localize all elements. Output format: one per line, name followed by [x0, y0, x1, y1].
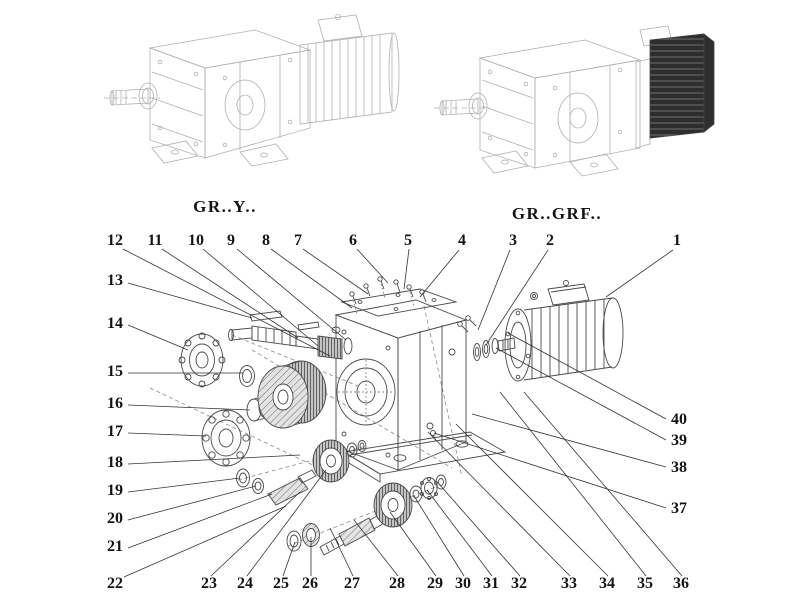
leader-lines [122, 248, 683, 578]
assembly-guide-lines [149, 305, 463, 547]
callout-10: 10 [188, 232, 204, 249]
callout-27: 27 [344, 575, 360, 592]
callout-2: 2 [546, 232, 554, 249]
intermediate-gear-set [236, 439, 367, 506]
callout-19: 19 [107, 482, 123, 499]
output-shaft-assembly [286, 474, 447, 556]
callout-8: 8 [262, 232, 270, 249]
callout-35: 35 [637, 575, 653, 592]
callout-18: 18 [107, 454, 123, 471]
callout-33: 33 [561, 575, 577, 592]
callout-26: 26 [302, 575, 318, 592]
large-gear [257, 360, 327, 429]
callout-30: 30 [455, 575, 471, 592]
assembled-view-gr-grf [434, 25, 715, 177]
callout-5: 5 [404, 232, 412, 249]
callout-22: 22 [107, 575, 123, 592]
cover-plate-and-bolts [331, 276, 458, 334]
callout-28: 28 [389, 575, 405, 592]
callout-24: 24 [237, 575, 253, 592]
callout-29: 29 [427, 575, 443, 592]
callout-32: 32 [511, 575, 527, 592]
callout-9: 9 [227, 232, 235, 249]
exploded-view [149, 276, 624, 556]
callout-20: 20 [107, 510, 123, 527]
callout-7: 7 [294, 232, 302, 249]
callout-40: 40 [671, 411, 687, 428]
callout-16: 16 [107, 395, 123, 412]
callout-25: 25 [273, 575, 289, 592]
callout-15: 15 [107, 363, 123, 380]
callout-12: 12 [107, 232, 123, 249]
callout-36: 36 [673, 575, 689, 592]
callout-34: 34 [599, 575, 615, 592]
callout-37: 37 [671, 500, 687, 517]
callout-38: 38 [671, 459, 687, 476]
variant-title-gr-grf: GR..GRF.. [511, 204, 603, 223]
callout-14: 14 [107, 315, 123, 332]
gear-housing [334, 299, 507, 483]
callout-13: 13 [107, 272, 123, 289]
callout-39: 39 [671, 432, 687, 449]
callout-31: 31 [483, 575, 499, 592]
callout-21: 21 [107, 538, 123, 555]
callout-23: 23 [201, 575, 217, 592]
callout-6: 6 [349, 232, 357, 249]
motor-mounting-parts [457, 315, 516, 361]
input-bearing [178, 332, 255, 388]
variant-title-gr-y: GR..Y.. [193, 197, 257, 216]
assembled-view-gr-y [104, 14, 400, 167]
electric-motor [504, 280, 624, 382]
callout-4: 4 [458, 232, 466, 249]
callout-3: 3 [509, 232, 517, 249]
callout-1: 1 [673, 232, 681, 249]
callout-11: 11 [147, 232, 163, 249]
callout-17: 17 [107, 423, 123, 440]
